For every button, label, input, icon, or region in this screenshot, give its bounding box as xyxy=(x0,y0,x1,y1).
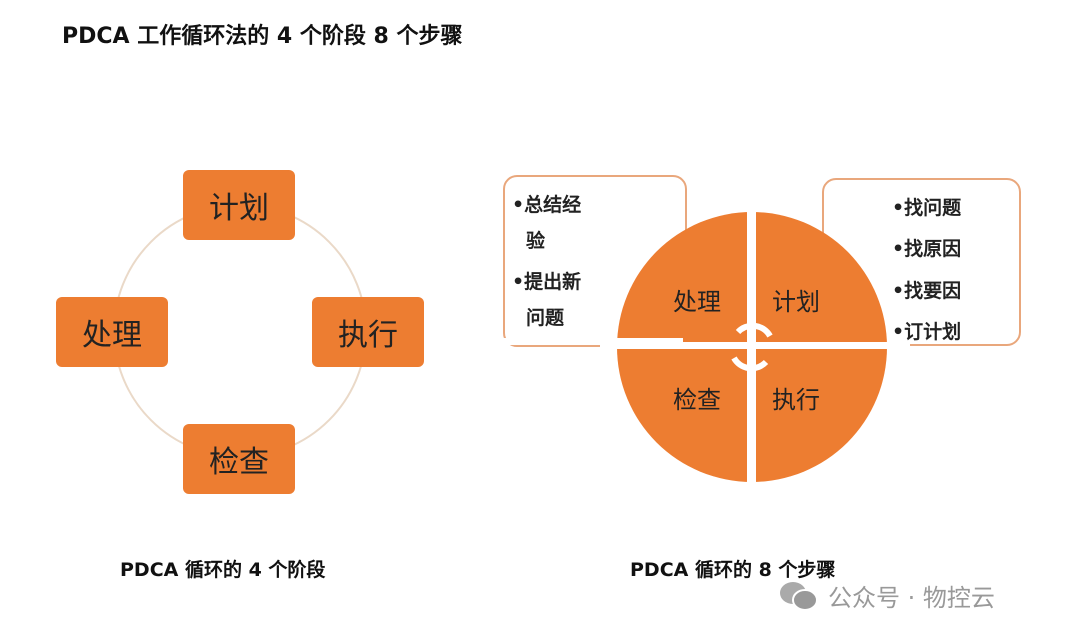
watermark: 公众号 · 物控云 xyxy=(778,578,995,613)
cycle-arrow-icon xyxy=(735,322,773,338)
quadrant-check: 检查 xyxy=(673,386,721,414)
plan-step: •找要因 xyxy=(892,280,962,302)
act-step: 问题 xyxy=(526,307,565,329)
stage-do: 执行 xyxy=(312,297,424,367)
act-step: 验 xyxy=(526,230,546,252)
left-caption: PDCA 循环的 4 个阶段 xyxy=(120,559,326,581)
act-step: •提出新 xyxy=(512,271,582,293)
stage-plan: 计划 xyxy=(183,170,295,240)
stage-act: 处理 xyxy=(56,297,168,367)
right-caption: PDCA 循环的 8 个步骤 xyxy=(630,559,836,581)
page-title: PDCA 工作循环法的 4 个阶段 8 个步骤 xyxy=(62,24,463,49)
quadrant-act: 处理 xyxy=(673,288,721,316)
plan-step: •订计划 xyxy=(892,321,962,343)
quadrant-plan: 计划 xyxy=(772,288,820,316)
plan-step: •找原因 xyxy=(892,238,962,260)
pdca-circle xyxy=(600,200,910,500)
stage-check: 检查 xyxy=(183,424,295,494)
act-step: •总结经 xyxy=(512,194,582,216)
watermark-text: 公众号 · 物控云 xyxy=(828,584,995,612)
wechat-icon xyxy=(780,581,818,611)
plan-step: •找问题 xyxy=(892,197,962,219)
quadrant-do: 执行 xyxy=(772,386,820,414)
